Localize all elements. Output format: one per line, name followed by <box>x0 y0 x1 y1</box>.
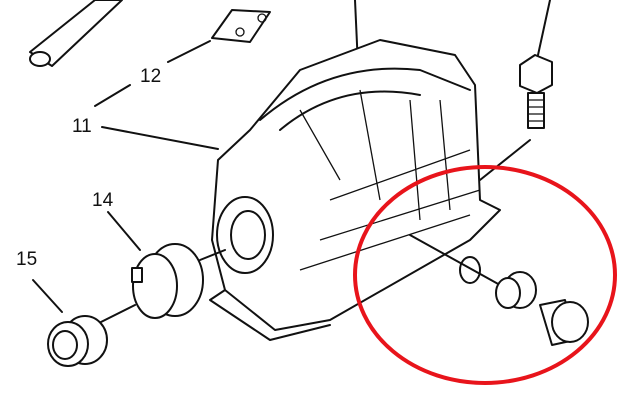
plug-cap <box>539 299 589 346</box>
axis-14 <box>199 249 226 261</box>
leader-11a <box>94 84 131 107</box>
callout-12: 12 <box>140 66 162 87</box>
callout-15: 15 <box>16 249 38 270</box>
bolt-axis <box>479 139 531 181</box>
axis-15 <box>94 304 136 326</box>
leader-12 <box>167 40 211 63</box>
bolt <box>519 54 553 129</box>
spacer <box>495 271 537 309</box>
leader-bolt <box>537 0 551 56</box>
leader-15 <box>32 279 63 313</box>
highlight-circle <box>353 165 617 385</box>
axis-small-parts <box>409 234 501 286</box>
callout-14: 14 <box>92 190 114 211</box>
bushing-part-14 <box>131 243 204 319</box>
shift-rod <box>29 0 123 67</box>
o-ring <box>459 256 481 284</box>
leader-11 <box>101 126 219 150</box>
leader-14 <box>107 211 141 251</box>
plate-part-12 <box>211 9 271 43</box>
grommet-part-15 <box>47 315 108 367</box>
shifter-housing-11 <box>209 39 501 341</box>
callout-11: 11 <box>72 116 92 137</box>
